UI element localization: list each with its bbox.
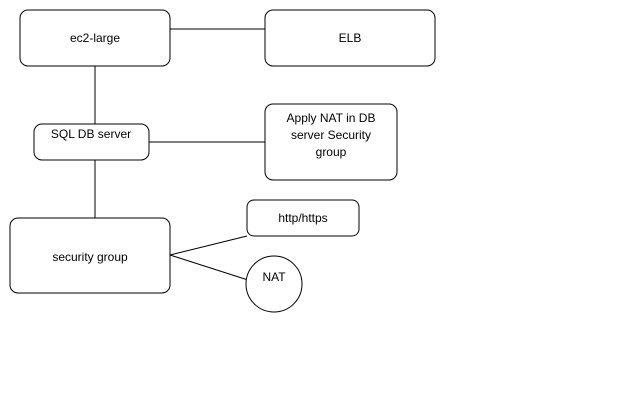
node-sql-db-server-label: SQL DB server <box>51 127 131 141</box>
edge-security-group-http <box>169 235 248 256</box>
node-security-group-label: security group <box>52 250 128 264</box>
node-apply-nat[interactable]: Apply NAT in DB server Security group <box>264 103 398 181</box>
node-elb-label: ELB <box>339 31 362 45</box>
node-ec2-large-label: ec2-large <box>70 31 120 45</box>
node-ec2-large[interactable]: ec2-large <box>19 9 171 67</box>
node-apply-nat-line-1: Apply NAT in DB <box>287 111 376 125</box>
node-nat-label: NAT <box>262 270 286 284</box>
node-apply-nat-line-3: group <box>316 145 347 159</box>
edge-security-group-nat <box>169 254 249 281</box>
node-security-group[interactable]: security group <box>9 217 171 294</box>
node-http-https-label: http/https <box>278 211 327 225</box>
node-sql-db-server[interactable]: SQL DB server <box>33 123 150 161</box>
node-apply-nat-line-2: server Security <box>291 128 371 142</box>
node-elb[interactable]: ELB <box>264 9 436 67</box>
node-nat[interactable]: NAT <box>245 255 303 313</box>
node-http-https[interactable]: http/https <box>246 199 360 237</box>
